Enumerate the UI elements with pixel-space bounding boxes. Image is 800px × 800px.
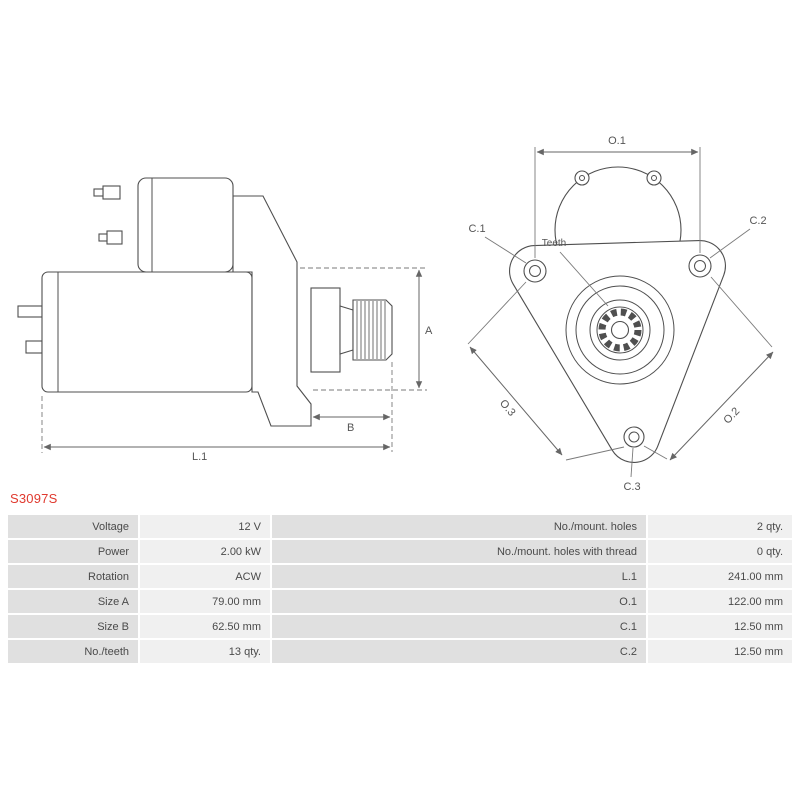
dim-label-a: A — [425, 325, 433, 337]
spec-value-cell: 12 V — [140, 515, 270, 538]
spec-label-cell: Rotation — [8, 565, 138, 588]
solenoid — [137, 177, 234, 273]
dim-label-c2: C.2 — [749, 215, 766, 227]
motor-body — [41, 271, 253, 393]
spec-label-cell: No./teeth — [8, 640, 138, 663]
part-number: S3097S — [10, 491, 58, 506]
mounting-hole-c2 — [688, 254, 712, 278]
terminal-stud — [17, 305, 43, 318]
dim-label-c1: C.1 — [468, 223, 485, 235]
spec-label-cell: C.2 — [272, 640, 646, 663]
spec-label-cell: Size B — [8, 615, 138, 638]
starter-motor-front-view — [509, 166, 726, 463]
pinion-gear — [352, 299, 393, 361]
dim-label-o1: O.1 — [608, 135, 626, 147]
dim-label-o2: O.2 — [721, 405, 742, 426]
through-bolt — [574, 170, 590, 186]
mounting-bracket — [232, 195, 312, 427]
spec-label-cell: C.1 — [272, 615, 646, 638]
spec-value-cell: 12.50 mm — [648, 640, 792, 663]
technical-drawing: A B L.1 — [17, 135, 774, 493]
spec-label-cell: Voltage — [8, 515, 138, 538]
through-bolt — [646, 170, 662, 186]
spec-label-cell: O.1 — [272, 590, 646, 613]
solenoid-terminal — [102, 185, 121, 200]
spec-table: Voltage 12 V No./mount. holes 2 qty. Pow… — [8, 515, 792, 663]
solenoid-terminal — [93, 188, 104, 197]
mounting-hole-c3 — [623, 426, 645, 448]
spec-value-cell: 13 qty. — [140, 640, 270, 663]
teeth-label: Teeth — [542, 238, 566, 249]
spec-label-cell: Size A — [8, 590, 138, 613]
solenoid-terminal — [98, 233, 108, 242]
side-view-dimensions: A B L.1 — [41, 267, 433, 463]
spec-label-cell: No./mount. holes with thread — [272, 540, 646, 563]
spline-teeth — [598, 308, 642, 352]
starter-motor-side-view — [17, 177, 393, 427]
spec-value-cell: 79.00 mm — [140, 590, 270, 613]
spec-value-cell: 12.50 mm — [648, 615, 792, 638]
spec-value-cell: 2.00 kW — [140, 540, 270, 563]
dim-label-o3: O.3 — [497, 397, 518, 418]
dim-label-b: B — [347, 422, 354, 434]
mounting-hole-c1 — [523, 259, 547, 283]
spec-value-cell: 122.00 mm — [648, 590, 792, 613]
solenoid-terminal — [106, 230, 123, 245]
spec-label-cell: No./mount. holes — [272, 515, 646, 538]
spec-label-cell: L.1 — [272, 565, 646, 588]
spec-value-cell: 241.00 mm — [648, 565, 792, 588]
shaft — [339, 305, 354, 355]
spec-value-cell: 0 qty. — [648, 540, 792, 563]
drive-housing — [310, 287, 341, 373]
dim-label-c3: C.3 — [623, 481, 640, 493]
terminal-stud — [25, 340, 43, 354]
spec-value-cell: ACW — [140, 565, 270, 588]
shaft-bore — [610, 320, 630, 340]
spec-value-cell: 2 qty. — [648, 515, 792, 538]
dim-label-l1: L.1 — [192, 451, 207, 463]
spec-label-cell: Power — [8, 540, 138, 563]
spec-value-cell: 62.50 mm — [140, 615, 270, 638]
